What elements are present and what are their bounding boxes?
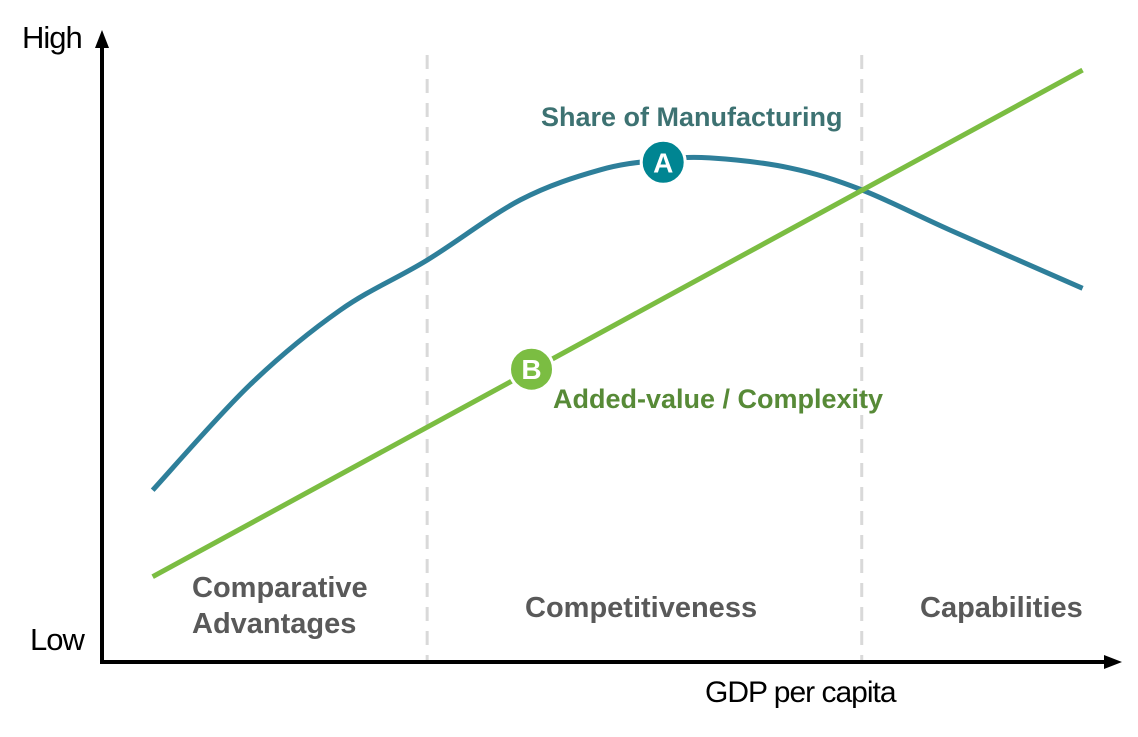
region-label-comparative-advantages: Comparative Advantages [192, 570, 368, 642]
x-axis-label: GDP per capita [705, 676, 897, 709]
marker-label-a: A [653, 147, 673, 178]
series-line-1 [151, 67, 1084, 579]
x-axis-arrow [1104, 655, 1122, 669]
y-axis-arrow [95, 30, 109, 48]
region-label-line: Comparative [192, 572, 368, 604]
marker-b [508, 345, 556, 393]
marker-a [639, 138, 687, 186]
region-label-capabilities: Capabilities [920, 592, 1083, 624]
series-label-added-value: Added-value / Complexity [553, 384, 884, 414]
region-label-line: Advantages [192, 608, 357, 640]
y-tick-high: High [22, 20, 83, 55]
region-label-competitiveness: Competitiveness [525, 592, 758, 624]
region-dividers [425, 55, 864, 660]
series-markers: AB [508, 138, 687, 393]
series-lines [150, 67, 1084, 579]
y-tick-low: Low [30, 622, 85, 657]
marker-label-b: B [521, 354, 541, 385]
series-line-0 [150, 154, 1084, 492]
series-label-share-of-manufacturing: Share of Manufacturing [541, 102, 843, 132]
